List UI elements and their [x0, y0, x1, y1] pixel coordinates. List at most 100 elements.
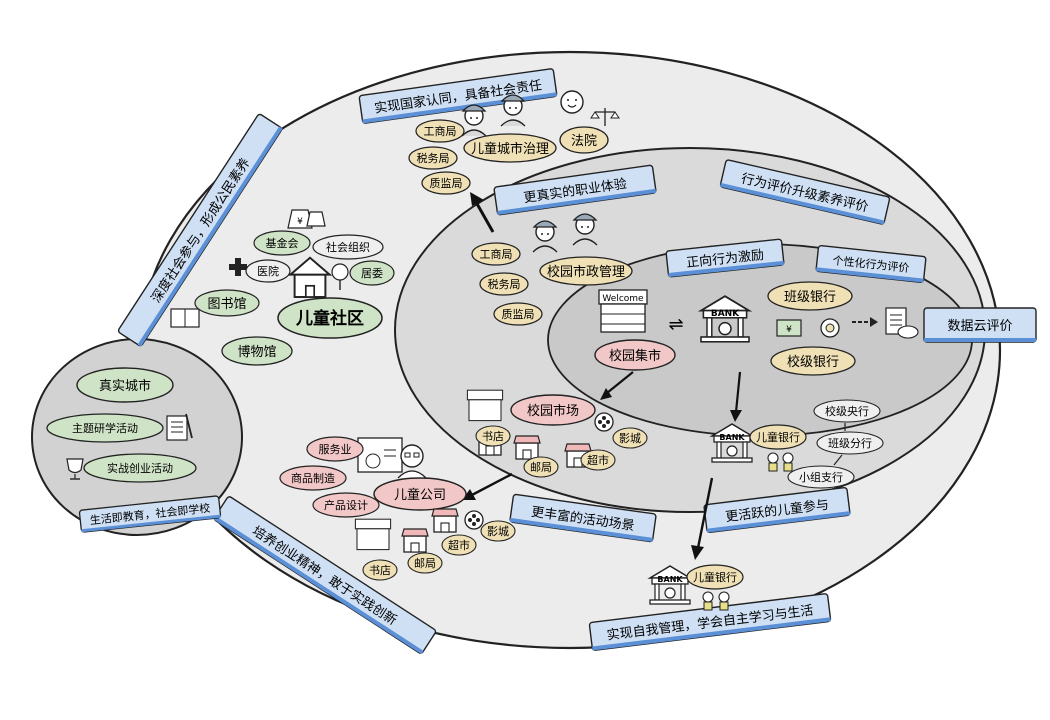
banner-personal: 个性化行为评价 — [815, 245, 927, 283]
core-bank-sign: BANK — [711, 309, 740, 319]
banner-cloud: 数据云评价 — [923, 307, 1037, 343]
hospital-text: 医院 — [257, 264, 279, 278]
school-bureau-1-text: 工商局 — [480, 247, 513, 261]
svg-text:¥: ¥ — [297, 217, 303, 227]
museum-text: 博物馆 — [237, 345, 276, 360]
kid-icon-2 — [782, 452, 794, 472]
kid-icon-4 — [718, 591, 730, 611]
social-org-text: 社会组织 — [326, 240, 370, 254]
company-shop-icon-1 — [401, 528, 429, 553]
school-bureau-3-text: 质监局 — [502, 308, 535, 321]
film-reel-icon-2 — [464, 510, 484, 530]
branch-pill-3 — [787, 465, 855, 489]
co-shop-text-4: 超市 — [448, 538, 470, 552]
manufacture-text: 商品制造 — [291, 471, 335, 485]
businessman-icon — [397, 444, 427, 479]
class-bank-text: 班级银行 — [784, 290, 836, 305]
court-text: 法院 — [571, 134, 597, 149]
branch-pill-1 — [813, 399, 881, 423]
market-text: 校园集市 — [609, 348, 661, 364]
city-bureau-2-text: 税务局 — [417, 151, 450, 165]
outer-bank-cluster: BANK 儿童银行 — [649, 477, 744, 611]
market-sign-text: Welcome — [602, 294, 644, 304]
school-bureau-3 — [493, 302, 543, 326]
co-shop-pill-3 — [407, 552, 443, 574]
committee-text: 居委 — [361, 267, 383, 280]
banner-positive: 正向行为激励 — [665, 238, 785, 278]
design-text: 产品设计 — [324, 498, 368, 512]
school-bureau-1 — [471, 242, 521, 266]
hospital-cross-icon — [229, 258, 247, 276]
court-pill — [559, 126, 609, 154]
film-reel-icon-1 — [594, 412, 614, 432]
city-gov-text: 儿童城市治理 — [471, 141, 549, 157]
city-bureau-3 — [421, 171, 471, 195]
branch-arrow-2 — [833, 454, 843, 466]
community-cluster: ¥ 基金会 社会组织 医院 居委 图书馆 儿童社区 博物馆 — [170, 209, 395, 366]
branch-text-1: 校级央行 — [825, 404, 869, 418]
notebook-icon — [166, 413, 193, 441]
sm-shop-text-4: 超市 — [587, 453, 609, 467]
kids-community-text: 儿童社区 — [295, 308, 364, 329]
school-gov-text: 校园市政管理 — [547, 264, 625, 280]
city-gov-cluster: 工商局 税务局 质监局 儿童城市治理 法院 — [408, 90, 620, 195]
committee-pill — [349, 260, 395, 286]
real-city-pill — [76, 367, 174, 403]
school-bank-pill — [770, 346, 856, 376]
kid-icon-3 — [702, 591, 714, 611]
co-shop-pill-1 — [362, 559, 398, 581]
co-shop-pill-2 — [480, 520, 516, 542]
money-bag-icon: ¥ — [287, 209, 326, 229]
school-bureau-2-text: 税务局 — [488, 277, 521, 291]
company-cluster: 服务业 商品制造 产品设计 儿童公司 书店 影城 邮局 超市 — [279, 436, 516, 581]
startup-pill — [83, 453, 197, 483]
company-stall-icon — [354, 518, 392, 551]
sm-shop-pill-4 — [580, 449, 616, 471]
fund-text: 基金会 — [266, 236, 299, 250]
class-bank-pill — [767, 281, 853, 311]
school-gov-cluster: 工商局 税务局 质监局 校园市政管理 — [471, 213, 633, 326]
real-city-text: 真实城市 — [99, 378, 151, 394]
arrow-to-city-head — [470, 192, 484, 206]
kids-bank-text: 儿童银行 — [756, 430, 800, 444]
research-pill — [46, 413, 164, 443]
svg-text:¥: ¥ — [786, 325, 792, 335]
branch-text-2: 班级分行 — [828, 437, 872, 450]
hospital-pill — [245, 259, 291, 283]
outer-bank-pill — [686, 564, 744, 590]
school-market-pill — [510, 394, 596, 426]
city-bureau-3-text: 质监局 — [430, 177, 463, 190]
library-text: 图书馆 — [207, 297, 246, 312]
social-org-pill — [312, 234, 384, 260]
city-bureau-2 — [408, 146, 458, 170]
branch-text-3: 小组支行 — [799, 470, 843, 484]
kids-company-pill — [373, 477, 467, 511]
kids-company-text: 儿童公司 — [394, 487, 446, 503]
startup-text: 实战创业活动 — [107, 461, 173, 475]
left-circle-items: 真实城市 主题研学活动 实战创业活动 — [46, 367, 197, 483]
school-bureau-2 — [479, 272, 529, 296]
market-stall-icon-2 — [466, 389, 504, 422]
arrow-to-city — [474, 201, 495, 233]
city-bureau-1-text: 工商局 — [424, 124, 457, 138]
tree-icon — [331, 263, 349, 290]
kid-icon-1 — [767, 452, 779, 472]
certificate-icon — [357, 437, 403, 473]
branch-pill-2 — [816, 431, 884, 455]
research-text: 主题研学活动 — [72, 421, 138, 435]
arrow-to-cloud-head — [870, 317, 878, 327]
arrow-to-kids-bank-head — [730, 410, 742, 422]
design-pill — [312, 492, 380, 518]
coin-cycle-icon — [820, 318, 840, 338]
co-shop-pill-4 — [441, 534, 477, 556]
arrow-to-school-market-head — [600, 388, 612, 400]
sm-shop-text-2: 影城 — [619, 432, 641, 445]
manufacture-pill — [279, 465, 347, 491]
co-shop-text-3: 邮局 — [414, 557, 436, 570]
market-pill — [594, 339, 676, 371]
co-shop-text-2: 影城 — [487, 525, 509, 538]
clipboard-cloud-icon — [885, 307, 919, 339]
kids-bank-sign: BANK — [719, 433, 745, 442]
co-shop-text-1: 书店 — [369, 563, 391, 577]
